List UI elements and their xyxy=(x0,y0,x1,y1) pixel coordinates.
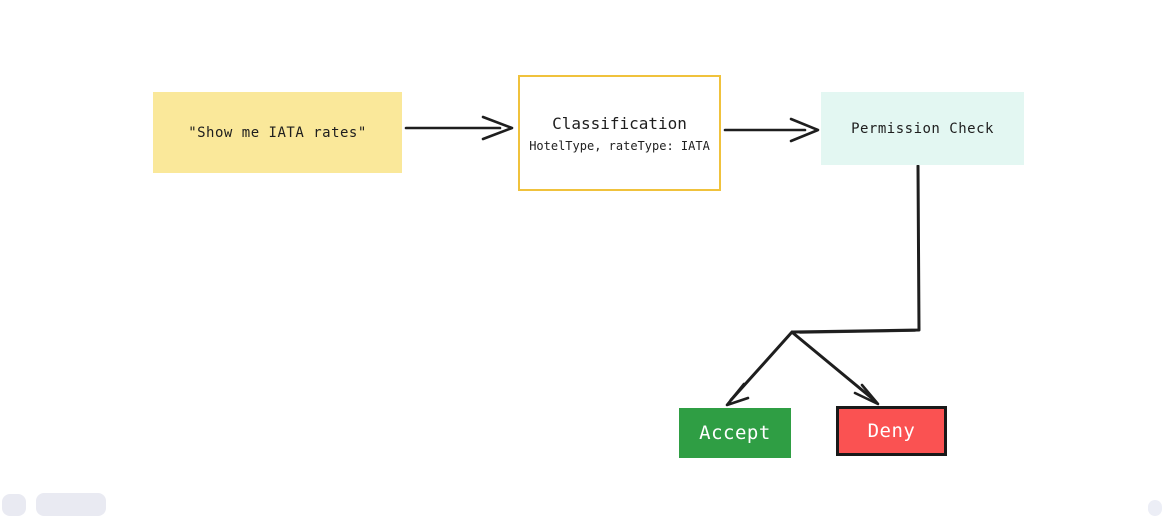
toolbar-chip-left-wide[interactable] xyxy=(36,493,106,516)
accept-node[interactable]: Accept xyxy=(679,408,791,458)
edge-permission-to-deny[interactable] xyxy=(791,331,880,406)
accept-label: Accept xyxy=(699,422,771,444)
deny-node[interactable]: Deny xyxy=(836,406,947,456)
deny-label: Deny xyxy=(867,420,916,442)
edge-permission-trunk xyxy=(791,164,921,334)
toolbar-chip-left-small[interactable] xyxy=(2,494,26,516)
classification-title: Classification xyxy=(552,113,687,133)
edge-permission-to-accept[interactable] xyxy=(725,330,794,407)
toolbar-chip-right[interactable] xyxy=(1148,500,1162,516)
permission-check-label: Permission Check xyxy=(851,120,994,137)
permission-check-node[interactable]: Permission Check xyxy=(821,92,1024,165)
user-query-node[interactable]: "Show me IATA rates" xyxy=(153,92,402,173)
user-query-label: "Show me IATA rates" xyxy=(188,124,367,141)
edge-classification-to-permission[interactable] xyxy=(723,117,820,143)
classification-node[interactable]: Classification HotelType, rateType: IATA xyxy=(518,75,721,191)
classification-subtitle: HotelType, rateType: IATA xyxy=(529,138,710,153)
edge-query-to-classification[interactable] xyxy=(404,115,514,141)
